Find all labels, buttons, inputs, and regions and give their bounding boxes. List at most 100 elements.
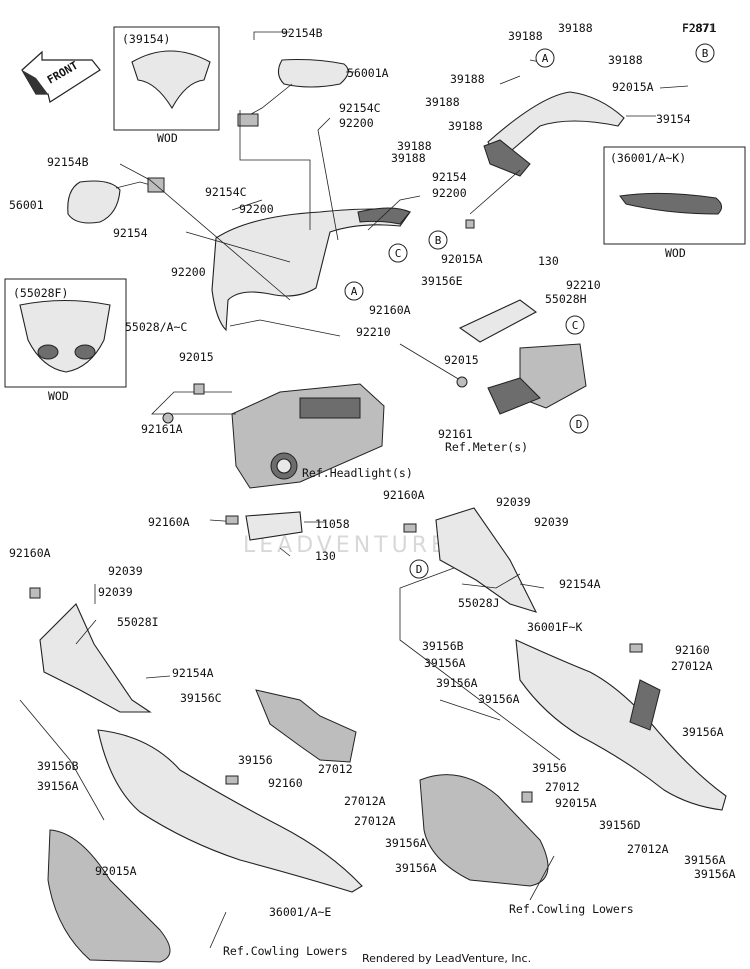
svg-text:C: C (395, 247, 402, 260)
part-label: 92015A (612, 80, 654, 94)
windshield-bracket (483, 139, 531, 177)
part-label: 55028H (545, 292, 587, 306)
callout-b: B (428, 230, 448, 250)
mirror-right-shape (277, 58, 349, 88)
part-label: 39156A (478, 692, 520, 706)
cowling-lower-left-shape (47, 829, 171, 963)
callout-d: D (409, 559, 429, 579)
part-label: 39188 (450, 72, 485, 86)
cover-11058-shape (245, 511, 303, 541)
cowling-lower-right-shape (419, 774, 549, 887)
inset-box-36001 (603, 146, 746, 245)
part-label: 92015A (95, 864, 137, 878)
svg-text:D: D (576, 418, 583, 431)
part-label: 92210 (566, 278, 601, 292)
part-label: 39156A (37, 779, 79, 793)
front-arrow-icon: FRONT (21, 50, 101, 103)
callout-c: C (565, 315, 585, 335)
inset-caption: WOD (665, 246, 686, 260)
part-label: 92200 (239, 202, 274, 216)
meter-stay-shape (487, 377, 541, 415)
inset-caption: WOD (48, 389, 69, 403)
part-label: 92160A (369, 303, 411, 317)
part-label: 92015A (555, 796, 597, 810)
side-panel-right-vent (629, 679, 661, 731)
mirror-right-stem (243, 83, 293, 119)
part-label: 27012A (627, 842, 669, 856)
callout-b: B (695, 43, 715, 63)
part-label: 39156A (424, 656, 466, 670)
part-label: 92015 (179, 350, 214, 364)
part-label: 92160A (148, 515, 190, 529)
heat-shield-shape (255, 689, 357, 763)
mirror-left-shape (67, 180, 121, 224)
part-label: 39188 (608, 53, 643, 67)
inner-cowl-right-shape (435, 507, 538, 613)
part-label: 92015A (441, 252, 483, 266)
part-label: 92210 (356, 325, 391, 339)
part-label: 55028J (458, 596, 500, 610)
part-label: 92161A (141, 422, 183, 436)
svg-text:B: B (435, 234, 442, 247)
upper-cowl-inset-shape (19, 299, 111, 373)
cover-55028h-shape (458, 299, 538, 343)
upper-cowl-inset-left-vent (37, 344, 59, 360)
part-label: 27012A (671, 659, 713, 673)
upper-cowl-shape (211, 208, 411, 332)
part-label: 27012 (318, 762, 353, 776)
mirror-right-mount (237, 113, 259, 127)
svg-text:D: D (416, 563, 423, 576)
part-label: 92200 (432, 186, 467, 200)
part-label: 92160A (383, 488, 425, 502)
inset-title: (39154) (122, 32, 170, 46)
upper-cowl-inset-right-vent (74, 344, 96, 360)
part-label: Ref.Cowling Lowers (223, 944, 348, 958)
part-label: 39156 (238, 753, 273, 767)
part-label: 39188 (391, 151, 426, 165)
credit-text: Rendered by LeadVenture, Inc. (362, 952, 531, 965)
inset-box-39154 (113, 26, 220, 131)
part-label: 39188 (558, 21, 593, 35)
part-label: 27012 (545, 780, 580, 794)
callout-d: D (569, 414, 589, 434)
windshield-inset-shape (131, 50, 211, 110)
part-label: 92154 (113, 226, 148, 240)
inset-title: (36001/A~K) (610, 151, 686, 165)
diagram-code: F2871 (682, 22, 715, 35)
part-label: 92154 (432, 170, 467, 184)
callout-c: C (388, 243, 408, 263)
windshield-shape (487, 91, 625, 163)
svg-text:A: A (351, 285, 358, 298)
part-label: 39156B (422, 639, 464, 653)
part-label: 39154 (656, 112, 691, 126)
part-label: 27012A (344, 794, 386, 808)
watermark: LEADVENTURE (243, 533, 449, 558)
inner-cowl-left-shape (39, 603, 152, 713)
part-label: 39188 (508, 29, 543, 43)
callout-a: A (535, 48, 555, 68)
part-label: 39156A (684, 853, 726, 867)
inset-box-55028f (4, 278, 127, 388)
part-label: 11058 (315, 517, 350, 531)
svg-text:A: A (542, 52, 549, 65)
part-label: 92160 (268, 776, 303, 790)
side-panel-right-shape (515, 639, 727, 811)
part-label: 39156B (37, 759, 79, 773)
part-label: 92200 (339, 116, 374, 130)
part-label: 130 (538, 254, 559, 268)
fastener-icons (29, 219, 643, 803)
part-label: 92154C (205, 185, 247, 199)
part-label: 92039 (108, 564, 143, 578)
part-label: 56001 (9, 198, 44, 212)
part-label: 55028I (117, 615, 159, 629)
part-label: 55028/A~C (125, 320, 187, 334)
svg-text:C: C (572, 319, 579, 332)
callout-a: A (344, 281, 364, 301)
part-label: 92015 (444, 353, 479, 367)
part-labels: 92154B56001A92154C92200391883918839188F2… (9, 21, 736, 958)
inset-caption: WOD (157, 131, 178, 145)
part-label: F2871 (682, 21, 717, 35)
part-label: 39156D (599, 818, 641, 832)
part-label: 39156A (385, 836, 427, 850)
